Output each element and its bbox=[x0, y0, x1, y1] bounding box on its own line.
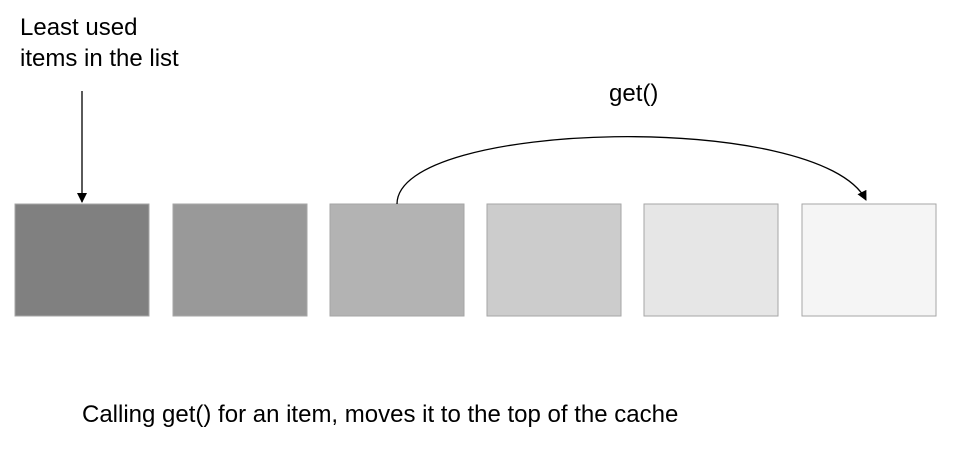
cache-item-2 bbox=[172, 203, 308, 317]
get-move-arrow bbox=[396, 135, 867, 205]
cache-item-1 bbox=[14, 203, 150, 317]
cache-items bbox=[14, 203, 937, 317]
least-used-label-line2: items in the list bbox=[20, 45, 179, 72]
get-call-label: get() bbox=[609, 80, 659, 107]
cache-item-5 bbox=[643, 203, 779, 317]
cache-item-3 bbox=[329, 203, 465, 317]
diagram-caption: Calling get() for an item, moves it to t… bbox=[82, 401, 679, 428]
least-used-label: Least used items in the list bbox=[20, 12, 179, 74]
cache-item-6 bbox=[801, 203, 937, 317]
least-used-label-line1: Least used bbox=[20, 14, 138, 41]
cache-item-4 bbox=[486, 203, 622, 317]
